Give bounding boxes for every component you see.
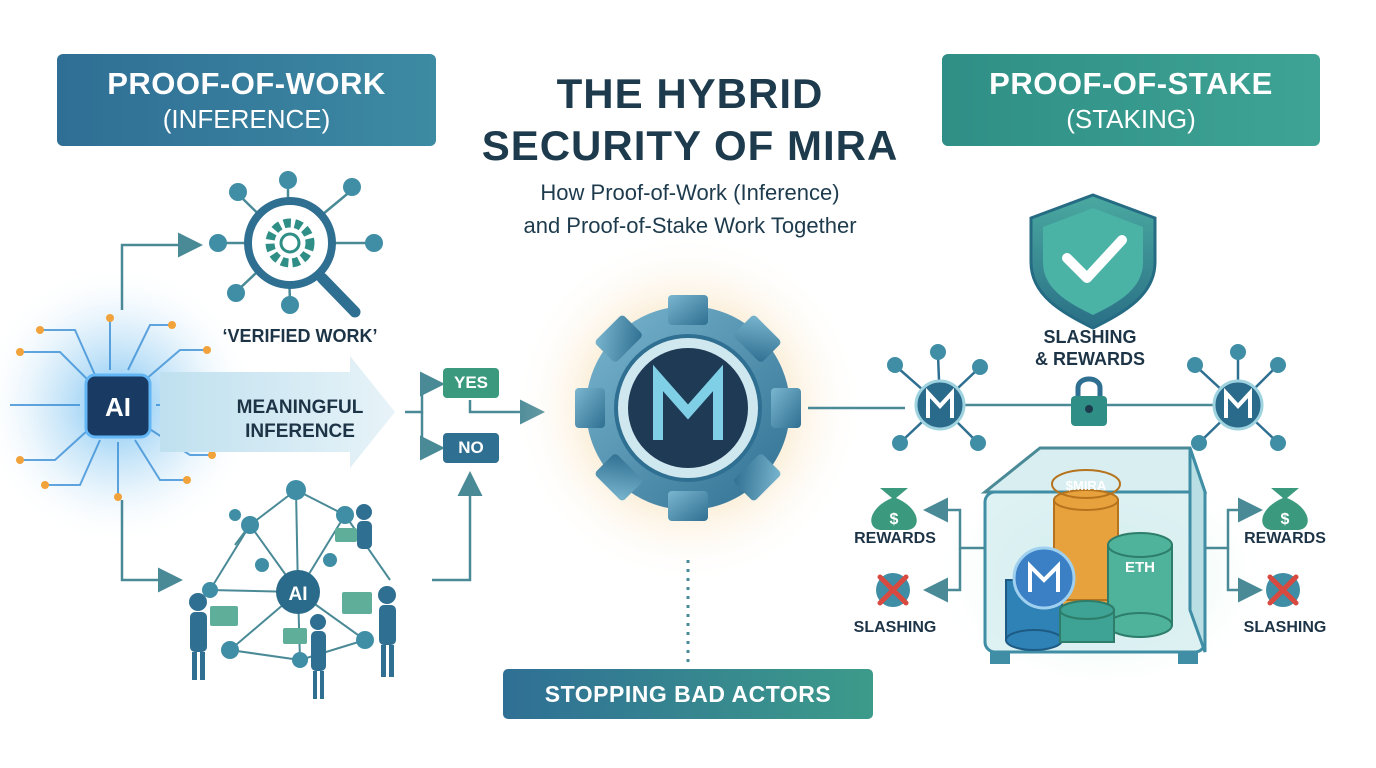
money-bag-icon: $: [1262, 488, 1307, 530]
no-badge: NO: [443, 433, 499, 463]
cross-circle-icon: [1266, 573, 1300, 607]
coin-eth-label: ETH: [1125, 559, 1155, 576]
stopping-bad-actors-banner: STOPPING BAD ACTORS: [503, 669, 873, 719]
slashing-rewards-line2: & REWARDS: [1010, 348, 1170, 370]
pow-header: PROOF-OF-WORK (INFERENCE): [57, 54, 436, 146]
money-bag-icon: $: [871, 488, 916, 530]
shield-check-icon: [1031, 195, 1155, 328]
pos-title: PROOF-OF-STAKE: [989, 66, 1273, 102]
gear-magnifier-icon: [209, 171, 383, 314]
yes-badge: YES: [443, 368, 499, 398]
vault-icon: $MIRA ETH: [932, 445, 1272, 685]
ai-network-icon: AI: [189, 480, 396, 699]
subtitle-line2: and Proof-of-Stake Work Together: [440, 209, 940, 242]
meaningful-line1: MEANINGFUL: [205, 396, 395, 420]
svg-text:$: $: [1281, 511, 1290, 528]
title-line2: SECURITY OF MIRA: [440, 120, 940, 172]
subtitle-line1: How Proof-of-Work (Inference): [440, 176, 940, 209]
meaningful-inference-label: MEANINGFUL INFERENCE: [205, 396, 395, 444]
pos-subtitle: (STAKING): [1066, 104, 1196, 135]
title-line1: THE HYBRID: [440, 68, 940, 120]
page-title: THE HYBRID SECURITY OF MIRA: [440, 68, 940, 172]
rewards-right-label: REWARDS: [1230, 530, 1340, 548]
pos-header: PROOF-OF-STAKE (STAKING): [942, 54, 1320, 146]
pow-title: PROOF-OF-WORK: [107, 66, 386, 102]
meaningful-line2: INFERENCE: [205, 420, 395, 444]
slashing-rewards-line1: SLASHING: [1010, 326, 1170, 348]
lock-icon: [1071, 379, 1107, 426]
svg-text:$: $: [890, 511, 899, 528]
slashing-left-label: SLASHING: [840, 619, 950, 637]
slashing-rewards-label: SLASHING & REWARDS: [1010, 326, 1170, 370]
ai-chip-label: AI: [105, 392, 131, 422]
cross-circle-icon: [876, 573, 910, 607]
ai-network-label: AI: [289, 584, 308, 605]
rewards-left-label: REWARDS: [840, 530, 950, 548]
pow-subtitle: (INFERENCE): [163, 104, 331, 135]
verified-work-label: ‘VERIFIED WORK’: [200, 326, 400, 347]
page-subtitle: How Proof-of-Work (Inference) and Proof-…: [440, 176, 940, 242]
slashing-right-label: SLASHING: [1230, 619, 1340, 637]
